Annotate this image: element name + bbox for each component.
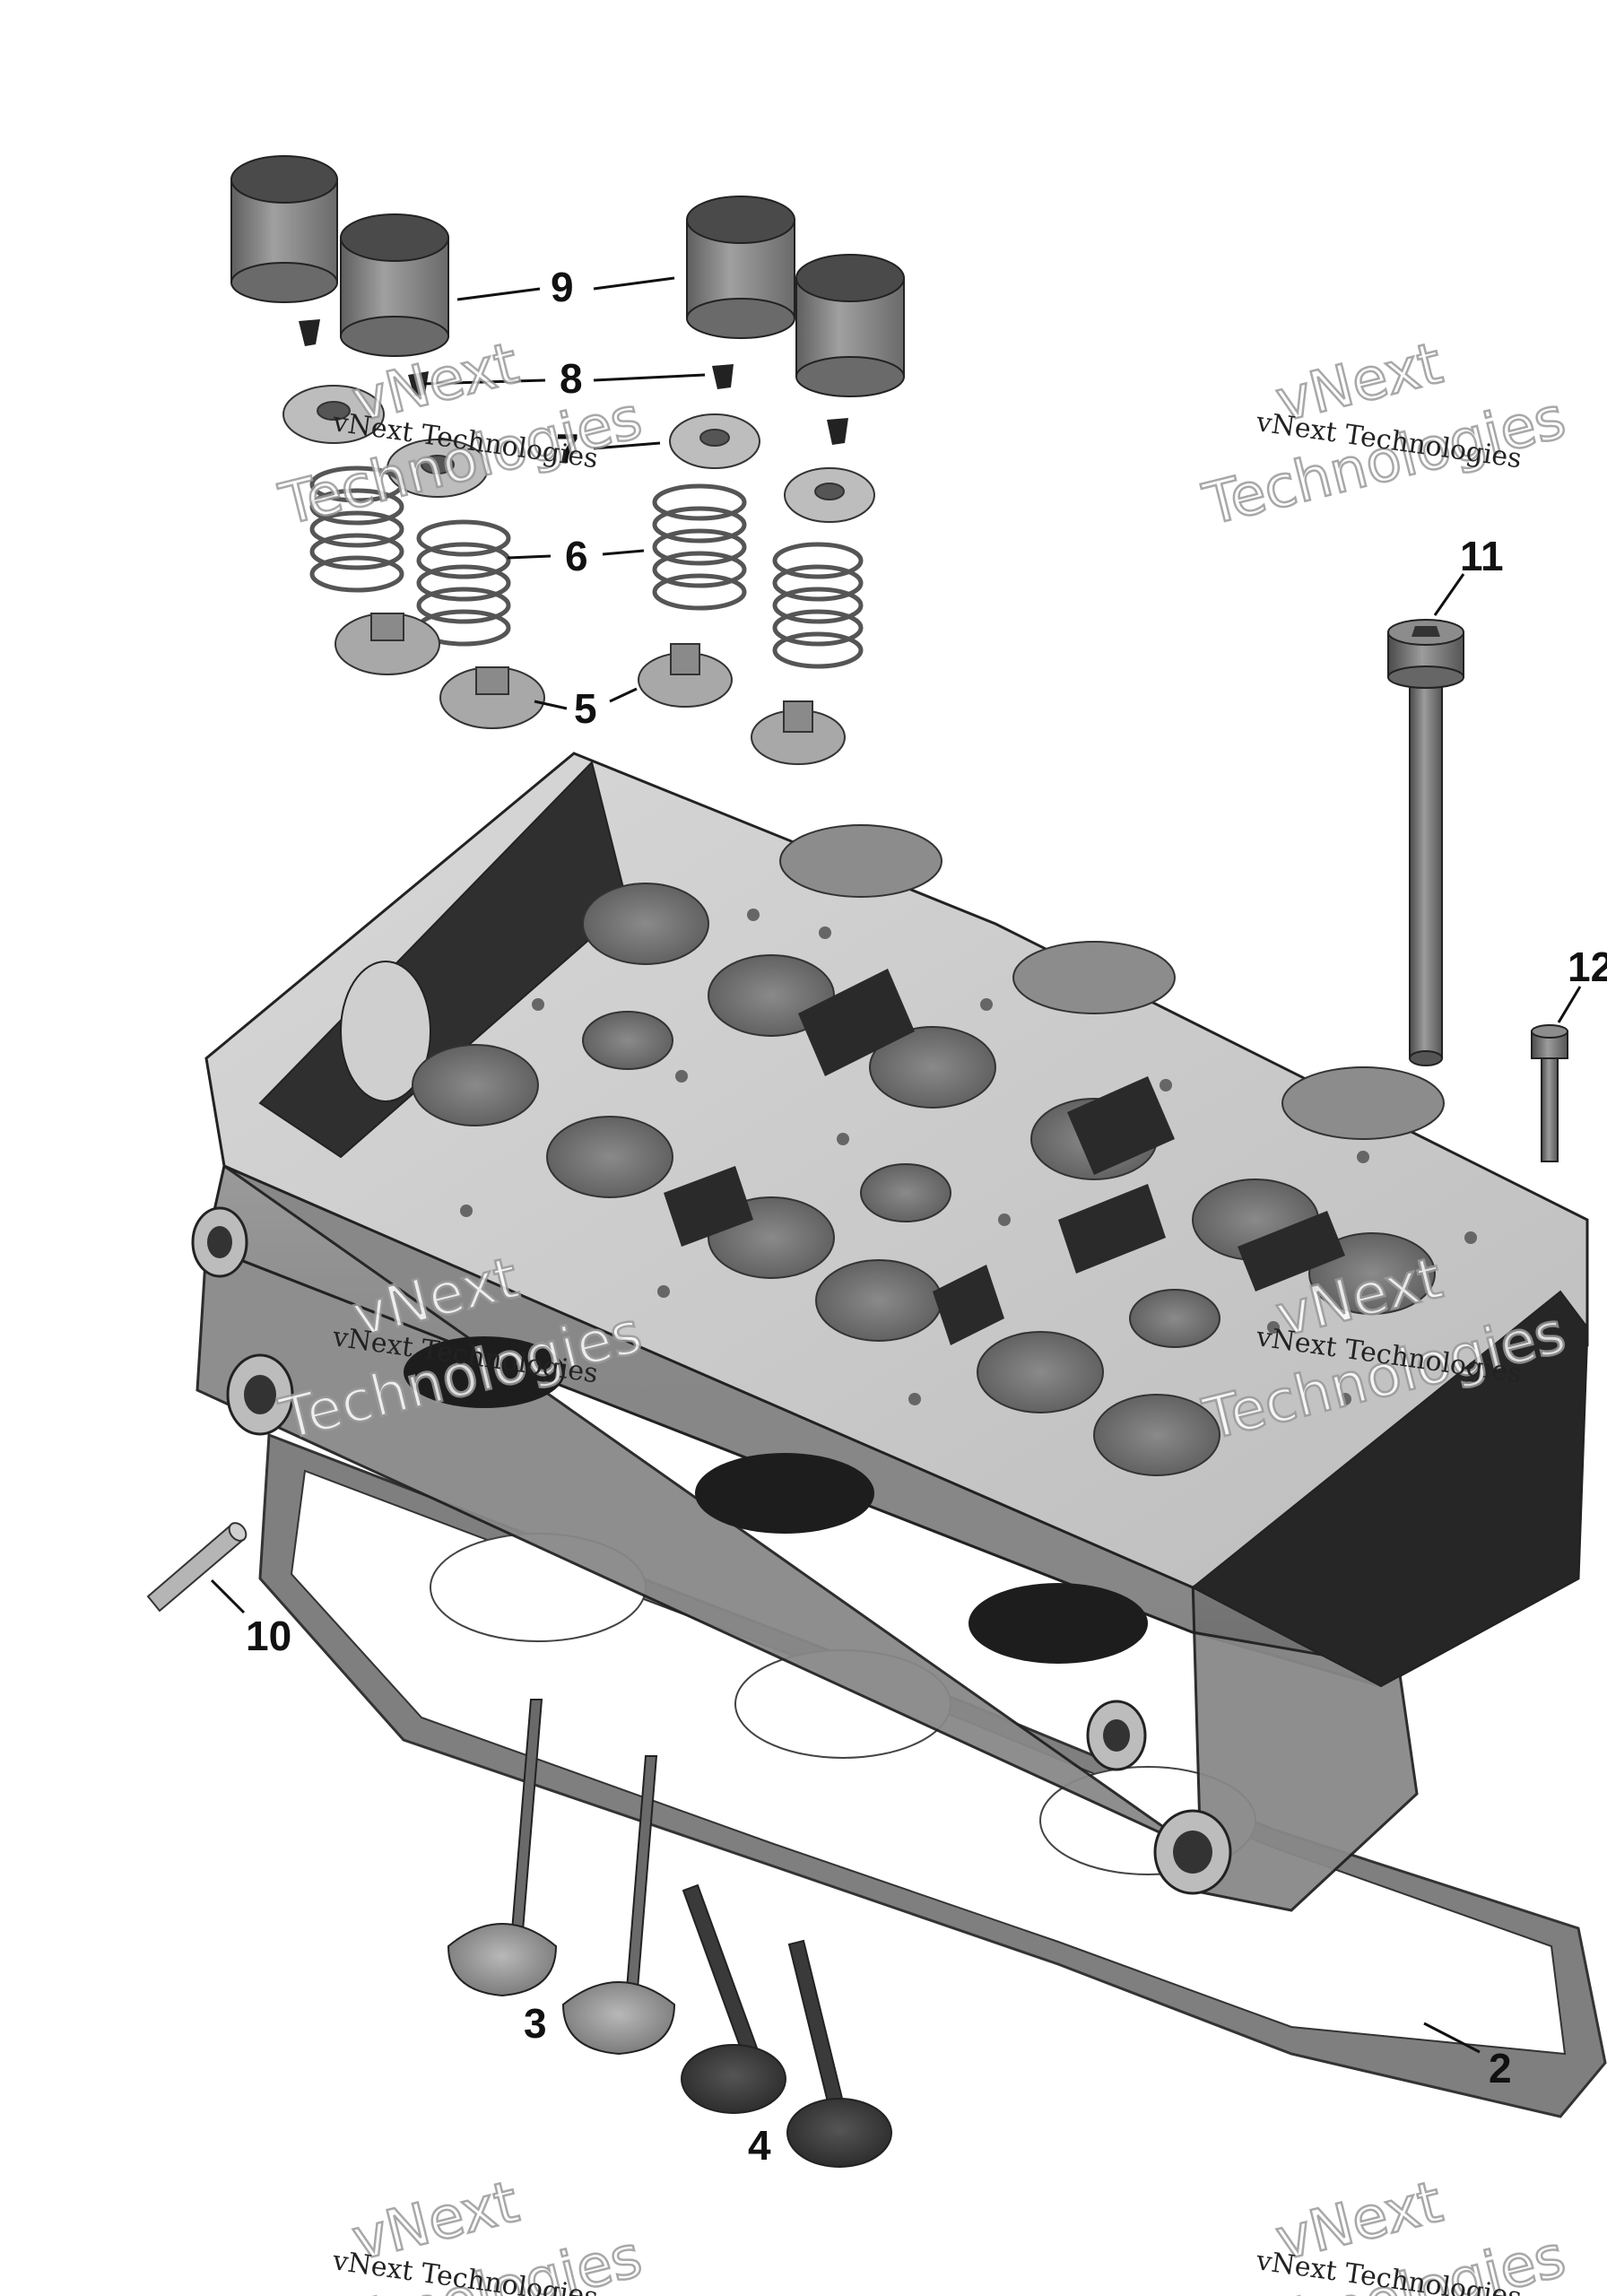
watermark-top-right: vNext Technologies vNext Technologies xyxy=(1196,329,1573,540)
intake-valves xyxy=(447,1699,676,2056)
valve-tappets xyxy=(230,155,905,397)
cylinder-head-bolt xyxy=(1387,619,1464,1066)
valve-keepers xyxy=(299,319,848,445)
watermark-bottom-left: vNext Technologies vNext Technologies xyxy=(273,2168,649,2296)
callout-3: 3 xyxy=(524,2000,547,2047)
callout-10: 10 xyxy=(246,1613,291,1659)
exhaust-valves xyxy=(681,1883,892,2168)
leader-lines xyxy=(210,276,1582,2054)
callout-9: 9 xyxy=(551,264,574,310)
callout-12: 12 xyxy=(1568,944,1607,990)
valve-springs xyxy=(309,465,864,669)
cylinder-head xyxy=(191,752,1589,1912)
flange-bolt xyxy=(1531,1024,1568,1162)
callout-labels: 9 8 7 6 5 11 12 10 3 4 2 xyxy=(246,264,1607,2169)
callout-7: 7 xyxy=(556,425,579,472)
callout-6: 6 xyxy=(565,533,588,579)
callout-8: 8 xyxy=(560,355,583,402)
callout-4: 4 xyxy=(748,2122,771,2169)
valve-stem-seals xyxy=(334,613,846,765)
watermark-bottom-right: vNext Technologies vNext Technologies xyxy=(1196,2168,1573,2296)
dowel-pin xyxy=(146,1522,248,1613)
callout-11: 11 xyxy=(1460,533,1504,579)
spring-retainers xyxy=(282,385,875,523)
callout-2: 2 xyxy=(1489,2045,1512,2092)
callout-5: 5 xyxy=(574,685,597,732)
